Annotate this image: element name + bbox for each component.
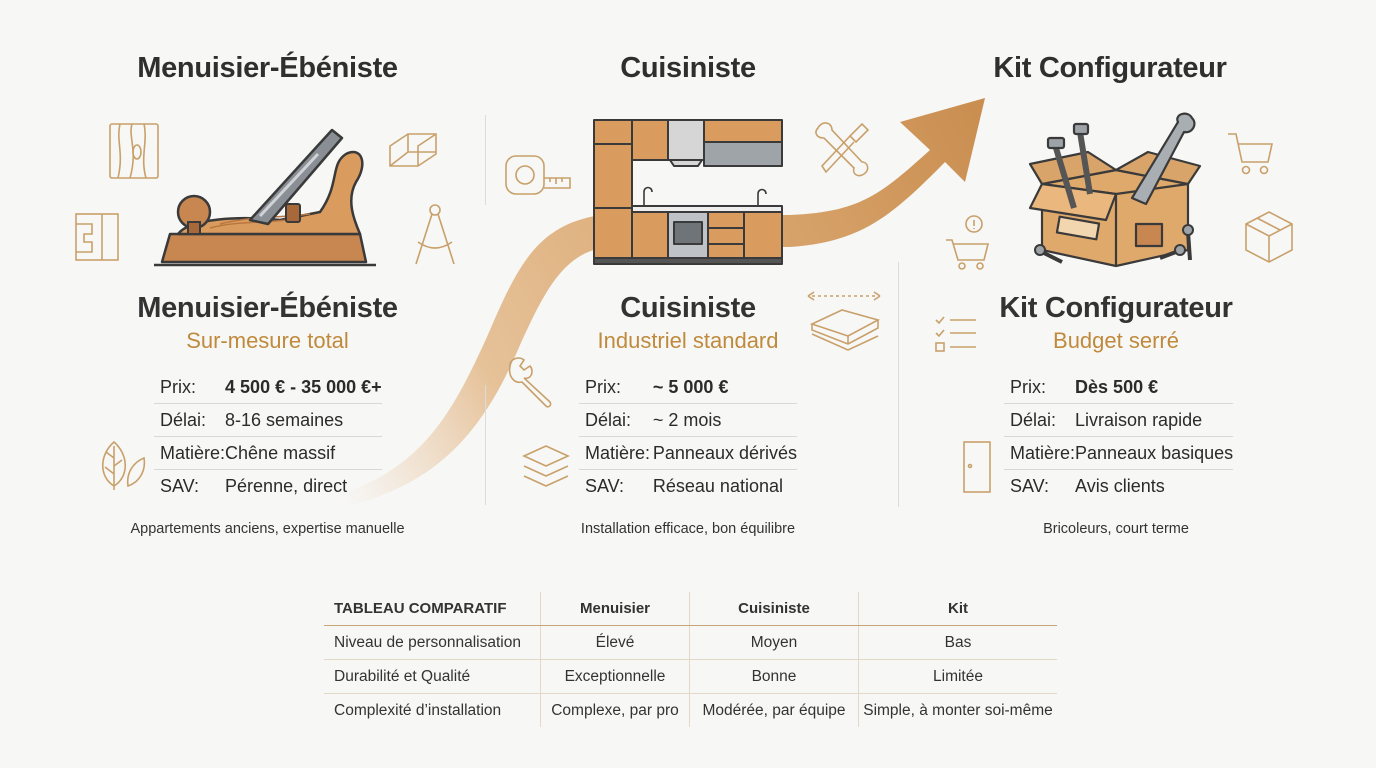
divider-line xyxy=(898,262,899,507)
comparison-cell: Modérée, par équipe xyxy=(689,693,859,727)
cart-icon xyxy=(1228,133,1273,175)
comparison-header: Menuisier xyxy=(540,592,690,626)
comparison-cell: Durabilité et Qualité xyxy=(324,659,541,694)
leaf-icon xyxy=(101,440,146,490)
spec-value: Réseau national xyxy=(652,475,783,496)
spec-row-delai: Délai:~ 2 mois xyxy=(579,403,797,437)
spec-label: Matière: xyxy=(1004,436,1076,470)
spec-value: Panneaux basiques xyxy=(1075,436,1234,470)
comparison-cell: Élevé xyxy=(540,625,690,660)
cart-idea-icon xyxy=(946,215,990,270)
layers-icon xyxy=(522,445,570,487)
spec-value: Livraison rapide xyxy=(1075,403,1234,437)
comparison-header: Cuisiniste xyxy=(689,592,859,626)
divider-line xyxy=(485,385,486,505)
comparison-header-row: TABLEAU COMPARATIF Menuisier Cuisiniste … xyxy=(324,592,1057,626)
spec-table-kit: Prix:Dès 500 € Délai:Livraison rapide Ma… xyxy=(1004,371,1234,503)
spec-value: Chêne massif xyxy=(225,436,382,470)
card-subtitle-kit: Budget serré xyxy=(1053,328,1179,353)
checklist-icon xyxy=(935,316,976,352)
cardboard-box-icon xyxy=(1028,112,1202,268)
dovetail-icon xyxy=(389,133,437,167)
tape-measure-icon xyxy=(505,155,571,195)
comparison-row: Complexité d’installation Complexe, par … xyxy=(324,693,1057,727)
spec-row-matiere: Matière:Panneaux dérivés xyxy=(579,436,797,470)
footnote-cuisiniste: Installation efficace, bon équilibre xyxy=(580,521,796,537)
card-subtitle-menuisier: Sur-mesure total xyxy=(186,328,349,353)
spec-label: SAV: xyxy=(160,475,200,496)
card-title-kit: Kit Configurateur xyxy=(999,292,1233,324)
comparison-cell: Bonne xyxy=(689,659,859,694)
spec-label: Délai: xyxy=(154,403,226,437)
spec-row-sav: SAV: Réseau national xyxy=(579,470,797,503)
column-header-cuisiniste: Cuisiniste xyxy=(620,52,756,84)
spec-label: SAV: xyxy=(585,475,625,496)
spec-value: 4 500 € - 35 000 €+ xyxy=(225,371,382,404)
spec-row-sav: SAV: Pérenne, direct xyxy=(154,470,382,503)
panel-icon xyxy=(963,441,991,493)
spec-value: Pérenne, direct xyxy=(225,475,348,496)
comparison-cell: Complexité d’installation xyxy=(334,701,502,719)
wood-grain-icon xyxy=(109,123,159,179)
spec-row-prix: Prix:~ 5 000 € xyxy=(579,371,797,404)
spec-label: Délai: xyxy=(579,403,653,437)
divider-line xyxy=(485,115,486,205)
wrench-icon xyxy=(508,357,552,408)
spec-value: Avis clients xyxy=(1075,475,1165,496)
comparison-cell: Moyen xyxy=(689,625,859,660)
column-header-menuisier: Menuisier-Ébéniste xyxy=(137,52,398,84)
comparison-row: Durabilité et Qualité Exceptionnelle Bon… xyxy=(324,659,1057,694)
spec-value: Panneaux dérivés xyxy=(652,436,797,470)
comparison-header: Kit xyxy=(858,592,1057,626)
comparison-row: Niveau de personnalisation Élevé Moyen B… xyxy=(324,625,1057,660)
kitchen-icon xyxy=(593,119,783,265)
spec-value: ~ 5 000 € xyxy=(652,371,797,404)
spec-label: Matière: xyxy=(579,436,653,470)
spec-label: Prix: xyxy=(1004,371,1076,404)
spec-label: Prix: xyxy=(579,371,653,404)
column-header-kit: Kit Configurateur xyxy=(993,52,1227,84)
tools-icon xyxy=(815,122,870,177)
comparison-cell: Bas xyxy=(858,625,1057,660)
spec-row-prix: Prix:4 500 € - 35 000 €+ xyxy=(154,371,382,404)
spec-row-sav: SAV: Avis clients xyxy=(1004,470,1233,503)
spec-row-delai: Délai:8-16 semaines xyxy=(154,403,382,437)
spec-row-delai: Délai:Livraison rapide xyxy=(1004,403,1234,437)
comparison-header: TABLEAU COMPARATIF xyxy=(324,592,541,626)
spec-row-prix: Prix:Dès 500 € xyxy=(1004,371,1234,404)
spec-value: ~ 2 mois xyxy=(652,403,797,437)
comparison-cell: Complexe, par pro xyxy=(540,693,690,727)
panels-icon xyxy=(807,291,881,351)
compass-icon xyxy=(415,204,455,265)
hand-plane-icon xyxy=(154,128,376,267)
spec-label: Délai: xyxy=(1004,403,1076,437)
spec-row-matiere: Matière:Panneaux basiques xyxy=(1004,436,1234,470)
spec-table-menuisier: Prix:4 500 € - 35 000 €+ Délai:8-16 sema… xyxy=(154,371,382,502)
spec-label: Matière: xyxy=(154,436,226,470)
spec-value: Dès 500 € xyxy=(1075,371,1234,404)
comparison-cell: Niveau de personnalisation xyxy=(324,625,541,660)
spec-table-cuisiniste: Prix:~ 5 000 € Délai:~ 2 mois Matière:Pa… xyxy=(579,371,797,502)
package-icon xyxy=(1245,211,1293,263)
comparison-cell: Limitée xyxy=(858,659,1057,694)
footnote-kit: Bricoleurs, court terme xyxy=(1043,521,1189,537)
card-title-cuisiniste: Cuisiniste xyxy=(620,292,756,324)
joint-icon xyxy=(75,213,119,261)
comparison-table: TABLEAU COMPARATIF Menuisier Cuisiniste … xyxy=(324,592,1057,727)
spec-label: Prix: xyxy=(154,371,226,404)
card-subtitle-cuisiniste: Industriel standard xyxy=(597,328,779,353)
spec-value: 8-16 semaines xyxy=(225,403,382,437)
footnote-menuisier: Appartements anciens, expertise manuelle xyxy=(130,521,405,537)
comparison-cell: Exceptionnelle xyxy=(540,659,690,694)
spec-row-matiere: Matière:Chêne massif xyxy=(154,436,382,470)
card-title-menuisier: Menuisier-Ébéniste xyxy=(137,292,398,324)
comparison-cell: Simple, à monter soi-même xyxy=(858,693,1057,727)
spec-label: SAV: xyxy=(1010,475,1050,496)
